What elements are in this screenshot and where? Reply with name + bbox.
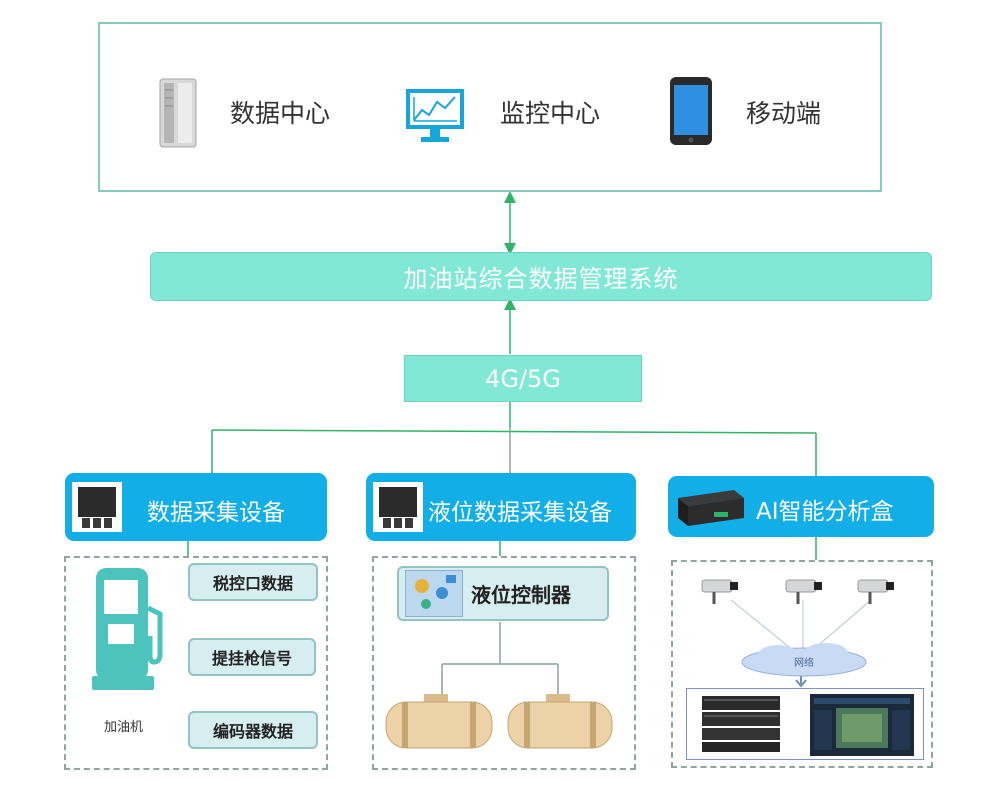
server-rack-icon [700,694,782,754]
network-box: 4G/5G [404,355,642,402]
tax-port-data-box: 税控口数据 [188,563,318,601]
network-cloud-icon [738,642,870,678]
camera-icon [700,574,744,608]
fuel-tank-icon [504,694,616,752]
level-panel [372,556,636,770]
category-ai-box: AI智能分析盒 [668,476,934,537]
server-tower-icon [158,78,200,150]
level-controller-icon [405,570,463,617]
camera-network-lines [730,599,872,688]
cloud-label: 网络 [794,658,814,669]
level-collector-device-icon [373,482,423,532]
collector-device-icon [72,482,122,532]
fuel-dispenser-icon [90,566,170,692]
dispenser-label: 加油机 [104,720,144,735]
video-wall-icon [810,694,914,756]
camera-icon [784,574,828,608]
level-controller-box: 液位控制器 [397,566,609,621]
category-data-collection: 数据采集设备 [65,473,327,541]
nozzle-signal-box: 提挂枪信号 [188,638,316,676]
category-level-collection: 液位数据采集设备 [366,473,636,541]
fuel-tank-icon [380,694,498,752]
level-controller-label: 液位控制器 [471,583,571,607]
ai-panel [671,560,933,768]
smartphone-icon [669,76,713,146]
camera-icon [856,574,900,608]
equipment-frame [686,688,924,760]
management-system-bar: 加油站综合数据管理系统 [150,252,932,301]
category-level-collection-label: 液位数据采集设备 [428,500,612,526]
dispenser-panel [64,556,328,770]
data-center-label: 数据中心 [230,99,331,128]
monitor-center-label: 监控中心 [500,99,601,128]
mobile-label: 移动端 [746,99,822,128]
category-ai-box-label: AI智能分析盒 [756,499,894,525]
ai-box-device-icon [674,484,746,530]
monitor-chart-icon [405,88,465,144]
tank-connector-lines [441,622,559,694]
category-data-collection-label: 数据采集设备 [147,500,285,526]
client-panel [98,22,882,192]
encoder-data-box: 编码器数据 [188,711,318,749]
